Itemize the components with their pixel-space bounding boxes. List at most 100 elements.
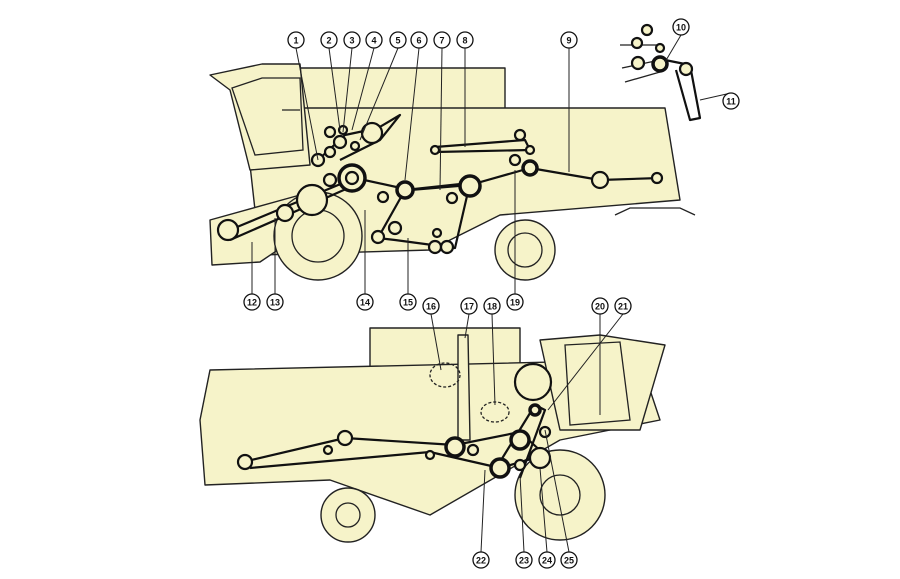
callout-label: 17 [464,302,474,312]
leader-line [351,47,375,131]
callout-label: 20 [595,302,605,312]
callout-2: 2 [320,31,341,131]
callout-25: 25 [544,429,578,569]
leader-line [480,469,486,553]
callout-circle [356,293,374,311]
callout-22: 22 [472,469,490,569]
callout-circle [389,31,407,49]
callout-17: 17 [460,297,478,339]
callout-circle [614,297,632,315]
callout-circle [320,31,338,49]
callout-label: 7 [439,36,444,46]
callout-circle [460,297,478,315]
callout-circle [422,297,440,315]
callout-circle [483,297,501,315]
callout-6: 6 [404,31,428,181]
callout-label: 14 [360,298,370,308]
callout-16: 16 [422,297,442,371]
callout-14: 14 [356,210,374,311]
leader-line [328,47,341,131]
callout-1: 1 [287,31,319,161]
leader-line [464,313,470,339]
cab-window-lower [564,341,631,426]
rear-wheel-lower [320,487,376,543]
leader-line [430,313,442,371]
leader-line [539,467,548,553]
callout-circle [243,293,261,311]
callout-label: 8 [462,36,467,46]
callout-label: 23 [519,556,529,566]
callout-11: 11 [699,92,740,110]
callout-23: 23 [515,474,533,569]
callout-3: 3 [342,31,361,133]
callout-label: 10 [676,23,686,33]
callout-20: 20 [591,297,609,415]
cab-window [231,77,304,156]
callout-label: 1 [293,36,298,46]
callout-19: 19 [506,170,524,311]
callout-circle [433,31,451,49]
callout-circle [506,293,524,311]
callout-circle [472,551,490,569]
callout-circle [266,293,284,311]
leader-line [439,47,443,191]
callout-label: 3 [349,36,354,46]
leader-line [547,313,624,411]
leader-line [359,47,399,141]
callout-label: 21 [618,302,628,312]
leader-line [295,47,319,161]
callout-circle [672,18,690,36]
leader-line [544,429,570,553]
callout-circle [591,297,609,315]
combine-left-view [209,63,696,281]
callout-circle [410,31,428,49]
leader-line [519,474,525,553]
callout-circle [399,293,417,311]
callout-label: 25 [564,556,574,566]
callout-circle [365,31,383,49]
rear-step [614,207,696,216]
callout-label: 16 [426,302,436,312]
callout-label: 2 [326,36,331,46]
leader-line [491,313,496,406]
callout-9: 9 [560,31,578,172]
callout-label: 4 [371,36,376,46]
cab [209,63,311,171]
callout-circle [515,551,533,569]
callout-10: 10 [664,18,690,63]
callout-label: 9 [566,36,571,46]
leader-line [664,34,682,63]
callout-15: 15 [399,238,417,311]
callout-4: 4 [351,31,383,131]
detail-inset [620,23,702,122]
callout-circle [560,31,578,49]
cab-lower [539,334,666,431]
front-wheel-lower [514,449,606,541]
callout-label: 19 [510,298,520,308]
callout-circle [456,31,474,49]
callout-18: 18 [483,297,501,406]
callout-12: 12 [243,242,261,311]
callout-label: 15 [403,298,413,308]
combine-right-view [199,327,666,543]
callout-label: 12 [247,298,257,308]
callout-24: 24 [538,467,556,569]
callout-label: 11 [726,97,736,107]
callout-circle [538,551,556,569]
rear-wheel [494,219,556,281]
callout-circle [343,31,361,49]
callout-circle [722,92,740,110]
callout-21: 21 [547,297,632,411]
leader-line [404,47,420,181]
callout-label: 18 [487,302,497,312]
callout-7: 7 [433,31,451,191]
callout-label: 5 [395,36,400,46]
leader-line [342,47,353,133]
callout-8: 8 [456,31,474,147]
engine-part-16 [429,362,461,388]
callout-circle [287,31,305,49]
callout-label: 22 [476,556,486,566]
callout-13: 13 [266,218,284,311]
callout-circle [560,551,578,569]
